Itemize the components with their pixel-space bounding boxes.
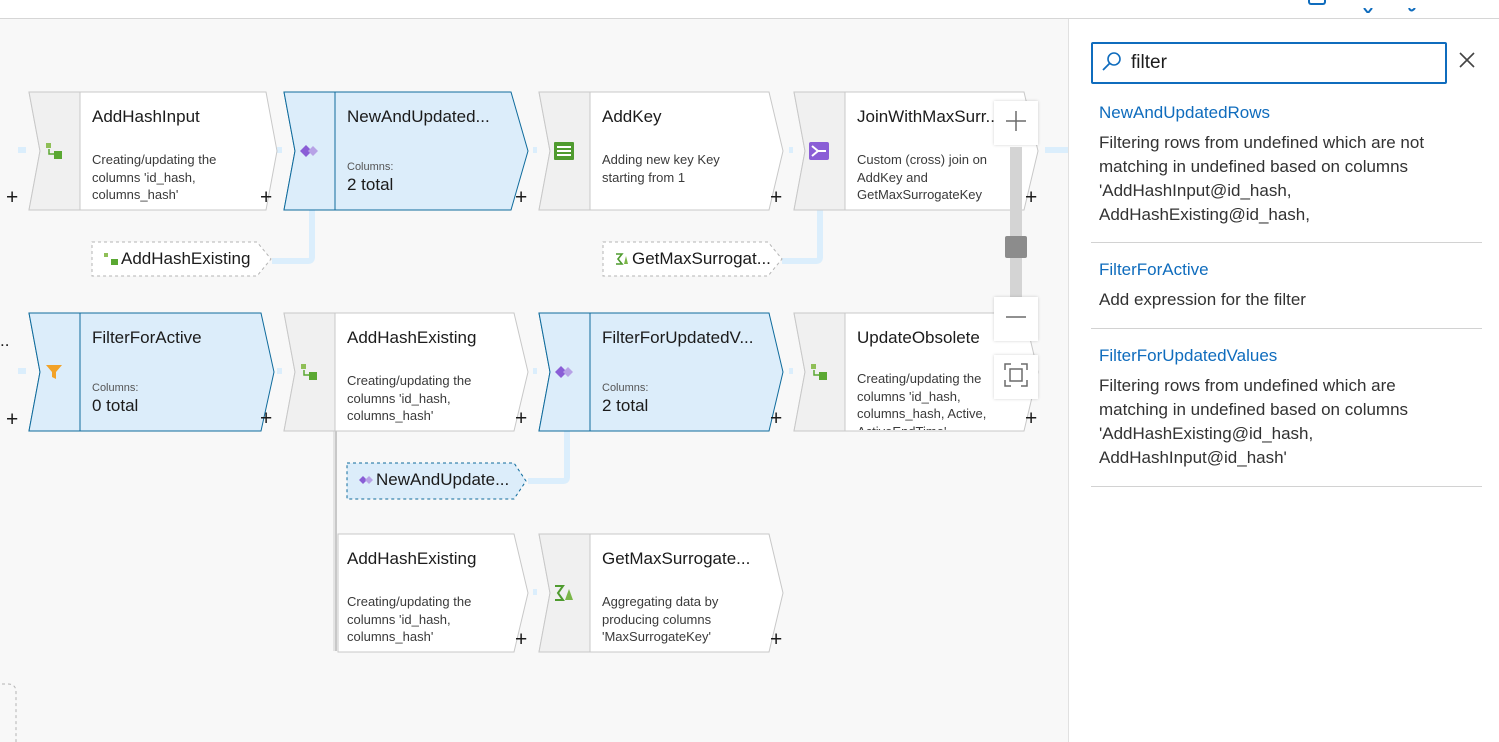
add-transform-button[interactable]: +: [770, 186, 783, 209]
search-result-description: Filtering rows from undefined which are …: [1099, 133, 1425, 224]
node-description: Creating/updating the columns 'id_hash, …: [347, 594, 472, 644]
node-title: AddHashExisting: [347, 328, 477, 347]
node-description: Creating/updating the columns 'id_hash, …: [857, 371, 987, 430]
columns-label: Columns:: [347, 161, 394, 173]
search-result[interactable]: FilterForActive Add expression for the f…: [1091, 260, 1482, 329]
reference-chip-getmaxsurrogatekey[interactable]: GetMaxSurrogat...: [602, 241, 784, 277]
node-getmaxsurrogatekey[interactable]: GetMaxSurrogate... Aggregating data by p…: [538, 533, 788, 653]
add-transform-button[interactable]: +: [6, 408, 19, 431]
node-description: Custom (cross) join on AddKey and GetMax…: [857, 152, 988, 202]
derived-column-icon: [28, 91, 80, 211]
search-result-title[interactable]: NewAndUpdatedRows: [1099, 103, 1271, 122]
data-flow-canvas[interactable]: AddHashInput Creating/updating the colum…: [0, 19, 1068, 742]
add-transform-button[interactable]: +: [515, 628, 528, 651]
columns-label: Columns:: [92, 382, 139, 394]
truncated-node-label: ..: [0, 331, 10, 350]
add-transform-button[interactable]: +: [1025, 407, 1038, 430]
add-transform-button[interactable]: +: [6, 186, 19, 209]
exists-icon: [283, 91, 335, 211]
chip-label: GetMaxSurrogat...: [632, 249, 771, 268]
reference-chip-newandupdatedrows[interactable]: NewAndUpdate...: [346, 462, 528, 500]
connector-lines: [0, 147, 1068, 742]
toolbar-icon-partial[interactable]: [1308, 0, 1326, 5]
node-addkey[interactable]: AddKey Adding new key Key starting from …: [538, 91, 788, 211]
add-transform-button[interactable]: +: [770, 628, 783, 651]
node-joinwithmaxsurrogatekey[interactable]: JoinWithMaxSurr... Custom (cross) join o…: [793, 91, 1043, 211]
node-description: Creating/updating the columns 'id_hash, …: [347, 373, 472, 423]
search-result-description: Add expression for the filter: [1099, 290, 1306, 309]
search-input[interactable]: [1131, 50, 1431, 76]
minus-icon: [1005, 306, 1027, 333]
node-title: AddHashInput: [92, 107, 200, 126]
derived-column-icon: [283, 312, 335, 432]
add-transform-button[interactable]: +: [515, 186, 528, 209]
aggregate-icon: [538, 533, 590, 653]
reference-chip-addhashexisting[interactable]: AddHashExisting: [91, 241, 273, 277]
close-icon: [1458, 51, 1476, 74]
join-icon: [793, 91, 845, 211]
zoom-controls: [992, 101, 1040, 413]
node-title: JoinWithMaxSurr...: [857, 107, 1000, 126]
top-toolbar: [0, 0, 1499, 19]
filter-icon: [28, 312, 80, 432]
fit-to-screen-icon: [1004, 362, 1028, 392]
zoom-out-button[interactable]: [994, 297, 1038, 341]
columns-count: 2 total: [602, 396, 649, 415]
add-transform-button[interactable]: +: [1025, 186, 1038, 209]
exists-icon: [538, 312, 590, 432]
columns-count: 2 total: [347, 175, 394, 194]
add-transform-button[interactable]: +: [515, 407, 528, 430]
search-result[interactable]: NewAndUpdatedRows Filtering rows from un…: [1091, 103, 1482, 243]
derived-column-icon: [103, 252, 119, 266]
search-box[interactable]: [1091, 42, 1447, 84]
node-description: Creating/updating the columns 'id_hash, …: [92, 152, 217, 202]
node-addhashinput[interactable]: AddHashInput Creating/updating the colum…: [28, 91, 278, 211]
node-description: Adding new key Key starting from 1: [602, 152, 720, 185]
close-button[interactable]: [1454, 49, 1480, 75]
search-result[interactable]: FilterForUpdatedValues Filtering rows fr…: [1091, 346, 1482, 487]
node-filterforupdatedvalues[interactable]: FilterForUpdatedV... Columns: 2 total +: [538, 312, 788, 432]
node-title: AddKey: [602, 107, 662, 126]
chip-label: NewAndUpdate...: [376, 470, 510, 489]
aggregate-icon: [614, 252, 630, 266]
node-title: FilterForUpdatedV...: [602, 328, 754, 347]
node-newandupdatedrows[interactable]: NewAndUpdated... Columns: 2 total +: [283, 91, 533, 211]
node-addhashexisting-branch[interactable]: AddHashExisting Creating/updating the co…: [337, 533, 533, 653]
chip-label: AddHashExisting: [121, 249, 251, 268]
plus-icon: [1005, 110, 1027, 137]
node-title: UpdateObsolete: [857, 328, 980, 347]
add-transform-button[interactable]: +: [260, 186, 273, 209]
columns-label: Columns:: [602, 382, 649, 394]
search-panel: NewAndUpdatedRows Filtering rows from un…: [1068, 19, 1499, 742]
search-result-title[interactable]: FilterForUpdatedValues: [1099, 346, 1278, 365]
node-filterforactive[interactable]: FilterForActive Columns: 0 total +: [28, 312, 278, 432]
node-title: AddHashExisting: [347, 549, 477, 568]
toolbar-icon-partial[interactable]: [1362, 0, 1380, 15]
node-updateobsolete[interactable]: UpdateObsolete Creating/updating the col…: [793, 312, 1043, 432]
zoom-slider-thumb[interactable]: [1005, 236, 1027, 258]
fit-to-screen-button[interactable]: [994, 355, 1038, 399]
columns-count: 0 total: [92, 396, 139, 415]
search-result-title[interactable]: FilterForActive: [1099, 260, 1209, 279]
node-title: NewAndUpdated...: [347, 107, 490, 126]
surrogate-key-icon: [538, 91, 590, 211]
toolbar-icon-partial[interactable]: [1405, 0, 1423, 12]
node-description: Aggregating data by producing columns 'M…: [602, 594, 719, 644]
node-title: GetMaxSurrogate...: [602, 549, 751, 568]
add-transform-button[interactable]: +: [260, 407, 273, 430]
derived-column-icon: [793, 312, 845, 432]
node-addhashexisting[interactable]: AddHashExisting Creating/updating the co…: [283, 312, 533, 432]
node-title: FilterForActive: [92, 328, 202, 347]
zoom-slider-track[interactable]: [1010, 147, 1022, 297]
search-icon: [1101, 51, 1123, 73]
add-transform-button[interactable]: +: [770, 407, 783, 430]
exists-icon: [358, 473, 374, 487]
search-result-description: Filtering rows from undefined which are …: [1099, 376, 1409, 467]
zoom-in-button[interactable]: [994, 101, 1038, 145]
